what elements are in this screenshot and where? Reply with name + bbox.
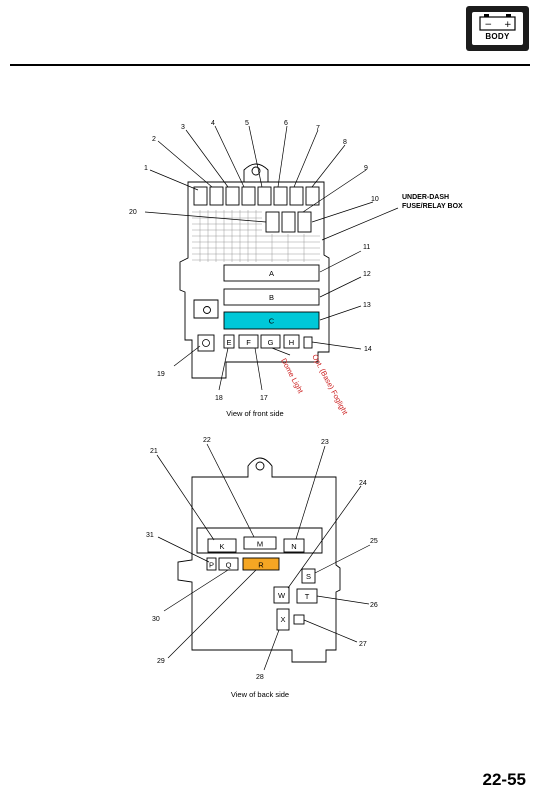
callout-7: 7 — [316, 125, 320, 132]
header-rule — [10, 64, 530, 66]
front-callouts: 1 2 3 4 5 6 7 8 9 10 11 12 13 14 17 18 1… — [129, 120, 379, 402]
connector-n — [283, 538, 305, 553]
callout-27: 27 — [359, 641, 367, 648]
callout-22: 22 — [203, 437, 211, 444]
front-top-fuse-row — [193, 186, 320, 233]
callout-14: 14 — [364, 346, 372, 353]
callout-4: 4 — [211, 120, 215, 127]
connector-s — [301, 568, 316, 584]
connector-27 — [293, 614, 305, 625]
badge-minus-sign: − — [485, 20, 493, 30]
slot-label-a: A — [269, 269, 274, 278]
connector-f — [238, 334, 259, 349]
front-small-connectors: E F G H — [197, 334, 313, 352]
connector-r — [242, 557, 280, 571]
connector-k — [207, 538, 237, 553]
slot-label-c: C — [269, 317, 275, 326]
slot-label-e: E — [226, 338, 231, 347]
callout-6: 6 — [284, 120, 288, 127]
front-leader-lines — [144, 125, 399, 391]
front-connectors: A B C — [223, 264, 320, 330]
callout-5: 5 — [245, 120, 249, 127]
battery-icon: − + BODY — [472, 12, 523, 45]
slot-label-k: K — [219, 542, 224, 551]
front-fuse-box — [179, 163, 330, 379]
callout-24: 24 — [359, 480, 367, 487]
back-view-caption: View of back side — [231, 690, 289, 699]
callout-9: 9 — [364, 165, 368, 172]
slot-label-p: P — [209, 561, 214, 570]
front-box-title-line2: FUSE/RELAY BOX — [402, 203, 463, 210]
callout-29: 29 — [157, 658, 165, 665]
connector-e — [223, 334, 235, 349]
back-connectors: K M N P Q R S T W X — [206, 536, 318, 631]
connector-c — [223, 311, 320, 330]
connector-p — [206, 557, 217, 571]
connector-x — [276, 608, 290, 631]
back-leader-lines — [156, 443, 371, 671]
slot-label-q: Q — [226, 561, 232, 570]
slot-label-b: B — [269, 293, 274, 302]
connector-b — [223, 288, 320, 306]
slot-label-t: T — [305, 592, 310, 601]
slot-label-r: R — [258, 561, 264, 570]
callout-25: 25 — [370, 538, 378, 545]
slot-label-w: W — [278, 591, 286, 600]
callout-3: 3 — [181, 124, 185, 131]
body-section-badge: − + BODY — [466, 6, 529, 51]
connector-q — [218, 557, 239, 571]
front-box-title-line1: UNDER-DASH — [402, 194, 449, 201]
connector-a — [223, 264, 320, 282]
slot-label-h: H — [289, 338, 294, 347]
front-cavity-grid — [192, 210, 320, 262]
callout-21: 21 — [150, 448, 158, 455]
callout-30: 30 — [152, 616, 160, 623]
connector-m — [243, 536, 277, 550]
connector-14 — [303, 336, 313, 349]
annotation-dome-light: Dome Light — [279, 357, 305, 396]
slot-label-s: S — [306, 572, 311, 581]
connector-w — [273, 586, 290, 604]
callout-17: 17 — [260, 395, 268, 402]
connector-h — [283, 334, 300, 349]
callout-12: 12 — [363, 271, 371, 278]
slot-label-x: X — [280, 615, 285, 624]
front-view-caption: View of front side — [226, 409, 283, 418]
slot-label-g: G — [268, 338, 274, 347]
callout-2: 2 — [152, 136, 156, 143]
connector-g — [260, 334, 281, 349]
callout-8: 8 — [343, 139, 347, 146]
slot-label-m: M — [257, 540, 263, 549]
page-number: 22-55 — [482, 770, 526, 789]
callout-18: 18 — [215, 395, 223, 402]
callout-10: 10 — [371, 196, 379, 203]
callout-31: 31 — [146, 532, 154, 539]
callout-13: 13 — [363, 302, 371, 309]
callout-19: 19 — [157, 371, 165, 378]
badge-plus-sign: + — [504, 20, 512, 30]
annotation-foglight: Opt. (Base) Foglight — [310, 353, 350, 417]
slot-label-f: F — [246, 338, 251, 347]
back-callouts: 21 22 23 24 25 26 27 28 29 30 31 — [146, 437, 378, 681]
callout-23: 23 — [321, 439, 329, 446]
connector-19 — [197, 334, 215, 352]
callout-28: 28 — [256, 674, 264, 681]
callout-26: 26 — [370, 602, 378, 609]
callout-20: 20 — [129, 209, 137, 216]
slot-label-n: N — [291, 542, 296, 551]
callout-1: 1 — [144, 165, 148, 172]
badge-label: BODY — [485, 32, 510, 41]
callout-11: 11 — [363, 244, 370, 251]
